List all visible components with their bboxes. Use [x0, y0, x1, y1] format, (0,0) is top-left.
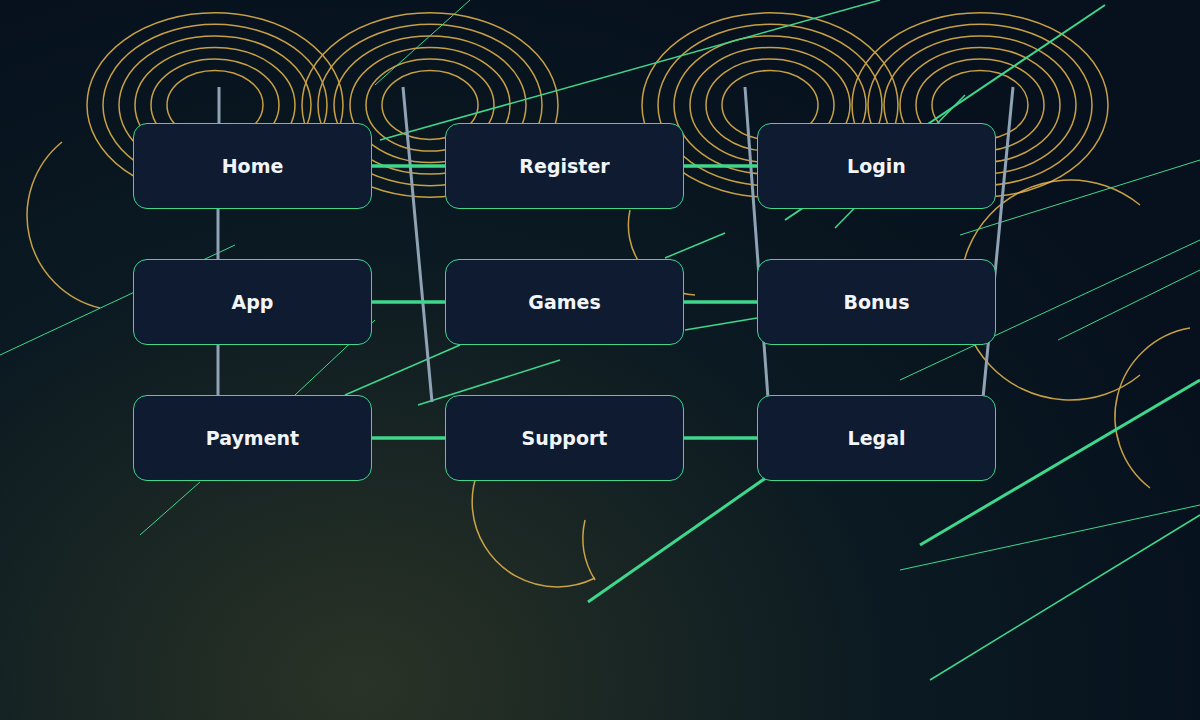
process-box: Payment	[133, 395, 372, 481]
connector	[372, 436, 445, 440]
process-box: App	[133, 259, 372, 345]
process-box: Login	[757, 123, 996, 209]
connector	[217, 345, 220, 395]
process-box: Home	[133, 123, 372, 209]
node-label: Support	[522, 427, 608, 449]
node-label: Register	[519, 155, 609, 177]
process-box: Bonus	[757, 259, 996, 345]
process-box: Register	[445, 123, 684, 209]
connector	[684, 300, 757, 304]
node-label: Login	[847, 155, 906, 177]
node-label: Home	[222, 155, 284, 177]
process-box: Support	[445, 395, 684, 481]
connector	[684, 436, 757, 440]
process-box: Legal	[757, 395, 996, 481]
connector	[684, 164, 757, 168]
node-label: Bonus	[844, 291, 910, 313]
node-label: Payment	[206, 427, 299, 449]
connector	[372, 164, 445, 168]
process-box: Games	[445, 259, 684, 345]
node-label: Legal	[848, 427, 906, 449]
node-label: Games	[528, 291, 600, 313]
connector	[372, 300, 445, 304]
node-label: App	[232, 291, 274, 313]
connector	[217, 209, 220, 259]
